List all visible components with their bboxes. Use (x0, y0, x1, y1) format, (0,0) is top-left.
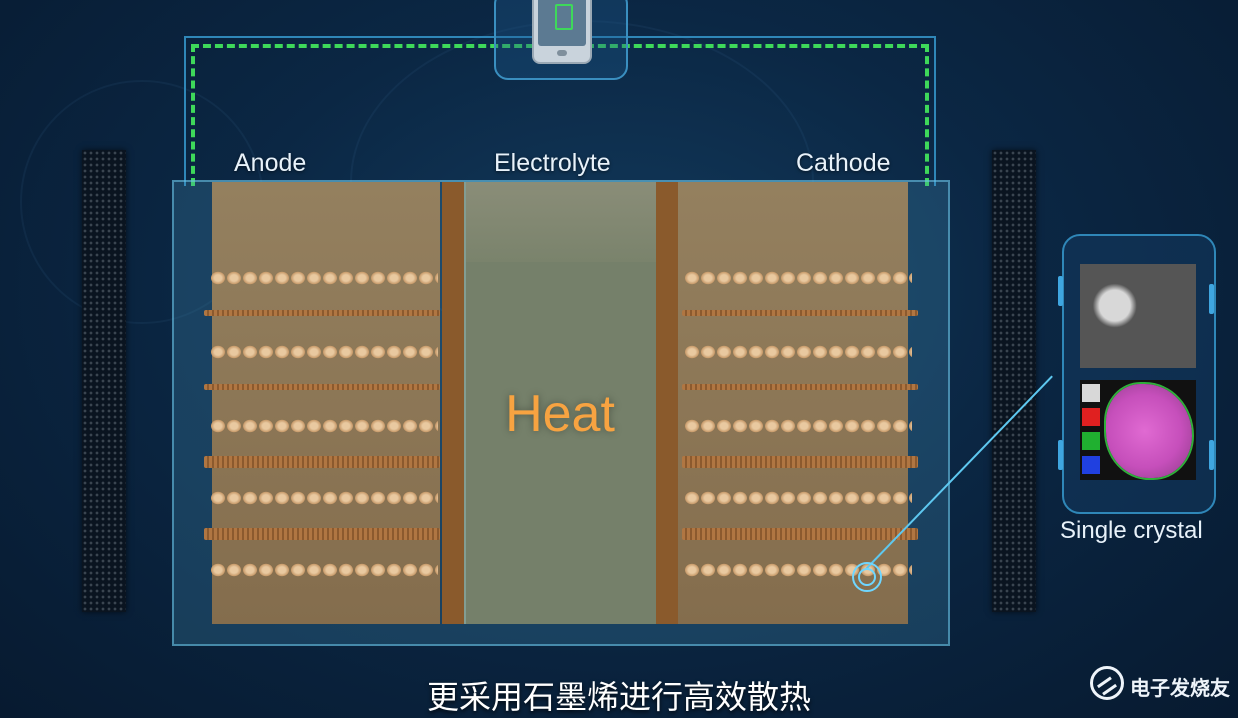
anode-label: Anode (234, 149, 307, 177)
phone-screen (538, 0, 586, 46)
sem-micrograph-image (1080, 264, 1196, 368)
phone-home-button (557, 50, 567, 56)
frame-tick (1209, 284, 1214, 314)
callout-target-ring-inner (858, 568, 876, 586)
separator-left (442, 182, 464, 624)
anode-particle-row (210, 418, 438, 434)
battery-charging-icon (555, 4, 573, 30)
cathode-particle-row (684, 490, 912, 506)
video-subtitle: 更采用石墨烯进行高效散热 (426, 678, 811, 716)
cathode-sheet (682, 456, 918, 468)
cathode-sheet (682, 310, 918, 316)
crystal-particle-map (1106, 384, 1192, 478)
separator-right (656, 182, 678, 624)
watermark: 电子发烧友 (1090, 664, 1230, 704)
battery-cell (172, 180, 950, 646)
electrolyte-surface (466, 182, 656, 262)
heat-label: Heat (505, 385, 615, 443)
anode-particle-row (210, 270, 438, 286)
frame-tick (1058, 276, 1063, 306)
callout-target-ring (852, 562, 882, 592)
edx-swatch-red (1082, 408, 1100, 426)
cathode-particle-row (684, 344, 912, 360)
cathode-compartment (678, 182, 908, 624)
graphene-panel-left (82, 150, 126, 612)
anode-sheet (204, 310, 440, 316)
anode-sheet (204, 528, 440, 540)
anode-particle-row (210, 562, 438, 578)
anode-particle-row (210, 490, 438, 506)
edx-swatch-green (1082, 432, 1100, 450)
edx-swatch-blue (1082, 456, 1100, 474)
cathode-label: Cathode (796, 149, 891, 177)
cathode-particle-row (684, 270, 912, 286)
edx-map-image (1080, 380, 1196, 480)
edx-swatch-gray (1082, 384, 1100, 402)
anode-sheet (204, 384, 440, 390)
frame-tick (1058, 440, 1063, 470)
watermark-logo-icon (1090, 666, 1124, 700)
electrolyte-label: Electrolyte (494, 149, 611, 177)
anode-particle-row (210, 344, 438, 360)
anode-compartment (212, 182, 440, 624)
anode-sheet (204, 456, 440, 468)
phone-device-frame (494, 0, 628, 80)
electrolyte-compartment (464, 182, 658, 624)
cathode-sheet (682, 528, 918, 540)
graphene-panel-right (992, 150, 1036, 612)
phone-icon (532, 0, 592, 64)
cathode-sheet (682, 384, 918, 390)
single-crystal-label: Single crystal (1060, 517, 1203, 544)
frame-tick (1209, 440, 1214, 470)
watermark-text: 电子发烧友 (1130, 676, 1230, 700)
cathode-particle-row (684, 418, 912, 434)
